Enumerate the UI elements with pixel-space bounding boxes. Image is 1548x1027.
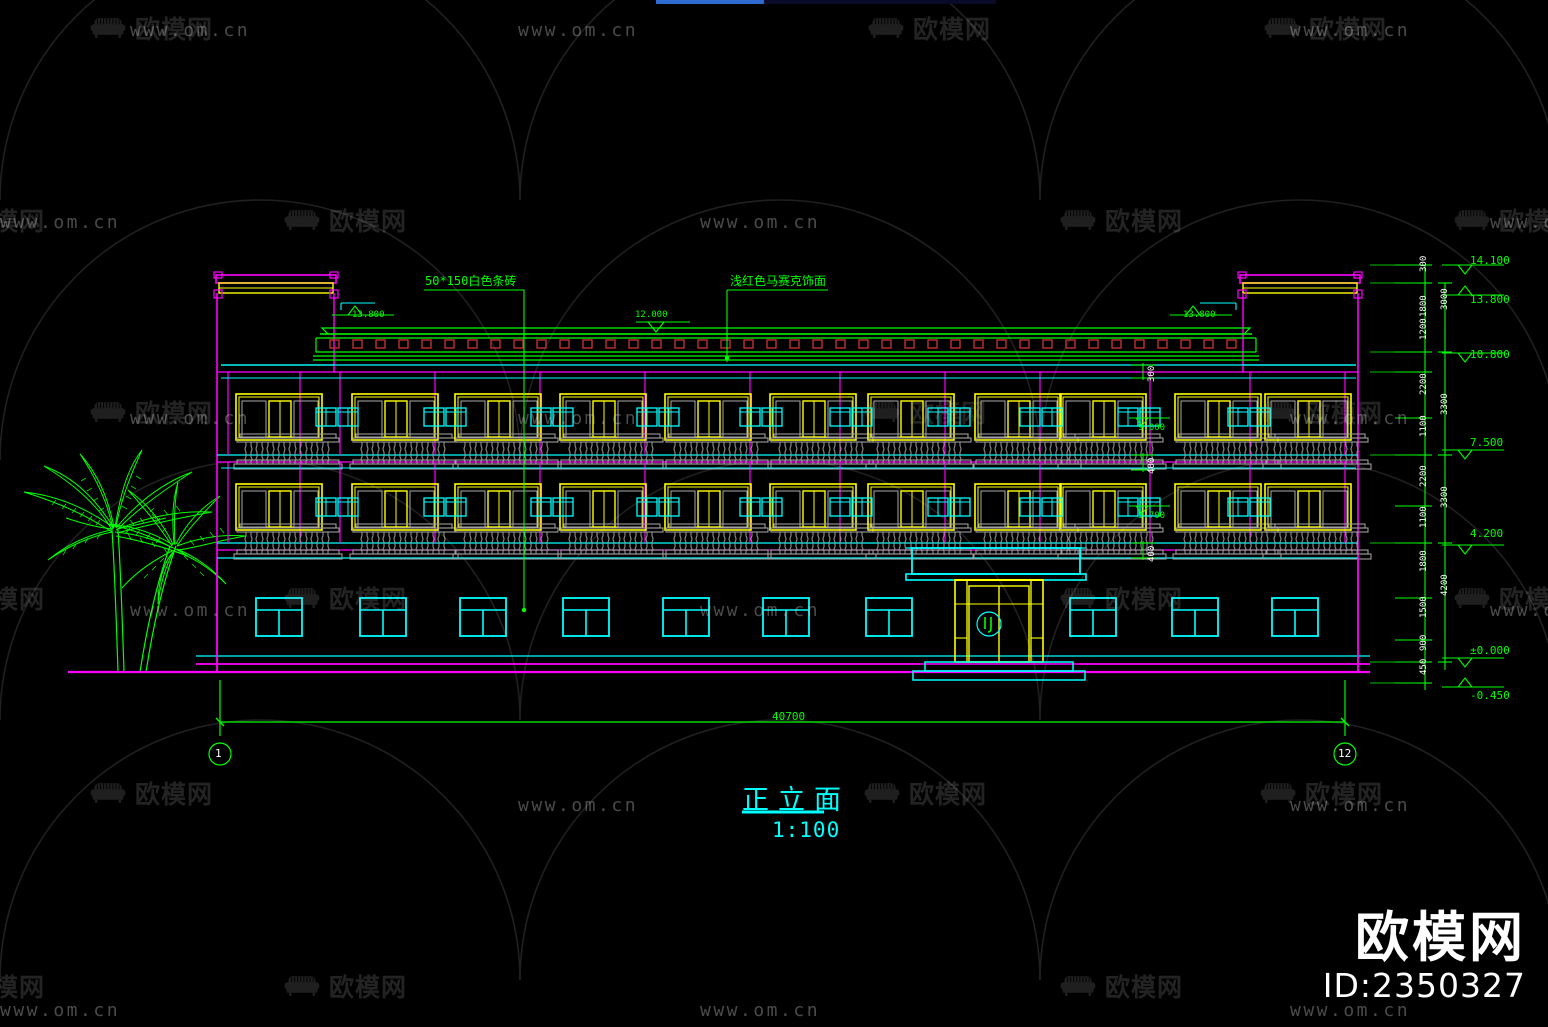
floor-1-windows	[216, 558, 1359, 672]
right-parapet-tower	[1237, 271, 1363, 672]
elevation-markers-right	[1441, 264, 1505, 688]
elevation-tag-9000	[1129, 417, 1170, 427]
material-callout-leaders	[424, 289, 828, 613]
inner-dimension-ticks	[1131, 363, 1155, 560]
floor-2-bays	[221, 462, 1372, 560]
palm-tree-group	[23, 449, 247, 673]
dimension-chain-right	[1370, 264, 1452, 690]
overall-dimension-line	[215, 680, 1350, 736]
drawing-title: 正立面	[742, 785, 850, 816]
elevation-tag-right-13800	[1169, 302, 1237, 316]
main-cornice	[313, 327, 1259, 361]
elevation-tag-left-13800	[331, 302, 395, 316]
floor-separator-lines	[196, 454, 1370, 657]
browser-progress-strip	[656, 0, 996, 4]
elevation-tag-5700	[1129, 505, 1170, 515]
main-entrance	[905, 547, 1087, 681]
drawing-scale: 1:100	[772, 818, 841, 842]
left-parapet-tower	[213, 271, 339, 672]
grid-marker-circles	[208, 742, 1357, 766]
elevation-tag-12000	[636, 321, 690, 333]
floor-3-bays	[221, 372, 1372, 470]
